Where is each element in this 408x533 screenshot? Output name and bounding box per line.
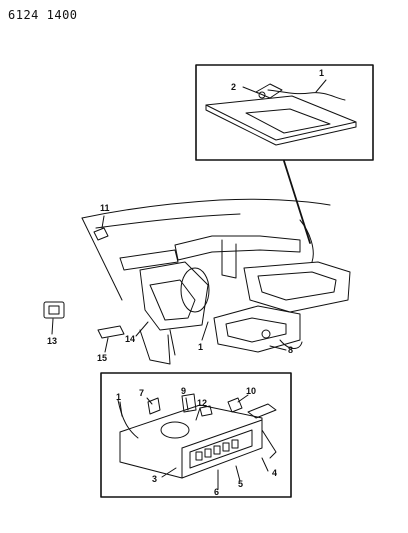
- duct-panel: [205, 95, 357, 141]
- top-inset: [195, 64, 374, 161]
- leader-4: [261, 457, 269, 472]
- leader-bottom-1: [119, 401, 123, 417]
- leader-8: [269, 345, 287, 351]
- callout-3: 3: [152, 474, 158, 484]
- callout-12: 12: [197, 398, 208, 408]
- left-duct: [119, 249, 179, 271]
- connector-9-icon: [181, 393, 197, 413]
- bottom-inset-frame: [100, 372, 292, 498]
- leader-3: [161, 467, 177, 478]
- callout-5: 5: [238, 479, 244, 489]
- dash-top-edge: [81, 198, 331, 219]
- leader-15: [104, 337, 109, 353]
- control-head-housing: [119, 404, 263, 479]
- callout-main-1: 1: [198, 342, 204, 352]
- center-duct: [174, 235, 301, 261]
- blower-wheel: [180, 267, 210, 313]
- callout-10: 10: [246, 386, 257, 396]
- leader-13: [51, 318, 54, 335]
- callout-15: 15: [97, 353, 108, 363]
- main-assembly: [43, 198, 351, 365]
- callout-4: 4: [272, 468, 278, 478]
- callout-7: 7: [139, 388, 145, 398]
- bottom-inset: [100, 372, 292, 498]
- connector-7-icon: [147, 397, 161, 415]
- callout-9: 9: [181, 386, 187, 396]
- clip-13-icon: [43, 301, 65, 319]
- dash-left-edge: [81, 217, 123, 301]
- vacuum-motor-icon: [160, 421, 190, 439]
- harness-wire: [299, 219, 314, 263]
- dash-inner-line: [95, 213, 241, 229]
- control-knob-icon: [261, 329, 271, 339]
- callout-top-1: 1: [319, 68, 325, 78]
- callout-top-2: 2: [231, 82, 237, 92]
- leader-1-main: [201, 321, 209, 341]
- callout-bottom-1: 1: [116, 392, 122, 402]
- button-4-icon: [222, 442, 230, 452]
- leader-5: [235, 465, 241, 482]
- bulb-10-icon: [227, 397, 243, 413]
- clip-13-inner: [48, 305, 60, 315]
- callout-6: 6: [214, 487, 220, 497]
- duct-opening: [245, 108, 331, 134]
- leader-2: [242, 86, 259, 94]
- callout-13: 13: [47, 336, 58, 346]
- evaporator-module: [243, 261, 351, 313]
- bracket-strut: [169, 329, 176, 356]
- leader-1-top: [315, 79, 327, 93]
- actuator-pivot: [258, 91, 266, 99]
- button-5-icon: [231, 439, 239, 449]
- control-face-panel: [189, 429, 253, 469]
- fastener-15-icon: [97, 325, 125, 339]
- inset-connector-line: [283, 160, 311, 244]
- leader-12: [195, 407, 201, 421]
- top-inset-frame: [195, 64, 374, 161]
- harness-4: [261, 429, 277, 459]
- callout-11: 11: [100, 203, 110, 213]
- control-face: [225, 317, 287, 343]
- control-cable: [267, 89, 346, 101]
- callout-8: 8: [288, 345, 294, 355]
- leader-14: [135, 321, 149, 337]
- leader-10: [237, 394, 249, 403]
- control-housing: [213, 305, 301, 353]
- callout-14: 14: [125, 334, 136, 344]
- heater-core: [149, 279, 196, 321]
- housing-front-edge: [181, 419, 263, 449]
- button-2-icon: [204, 448, 212, 458]
- control-cable-bottom: [117, 399, 139, 439]
- vacuum-hose: [279, 339, 303, 349]
- leader-9: [185, 397, 189, 411]
- button-3-icon: [213, 445, 221, 455]
- leader-11: [101, 215, 105, 229]
- center-duct-drop: [221, 239, 237, 279]
- button-1-icon: [195, 451, 203, 461]
- part-number: 6124 1400: [8, 8, 78, 22]
- evaporator-core: [257, 271, 337, 301]
- blower-switch-icon: [247, 403, 277, 419]
- connector-12-icon: [199, 405, 213, 417]
- panel-edge: [205, 104, 357, 146]
- clip-11-icon: [93, 227, 109, 241]
- heater-housing: [139, 261, 209, 331]
- support-bracket: [139, 329, 171, 365]
- leader-7: [146, 397, 153, 405]
